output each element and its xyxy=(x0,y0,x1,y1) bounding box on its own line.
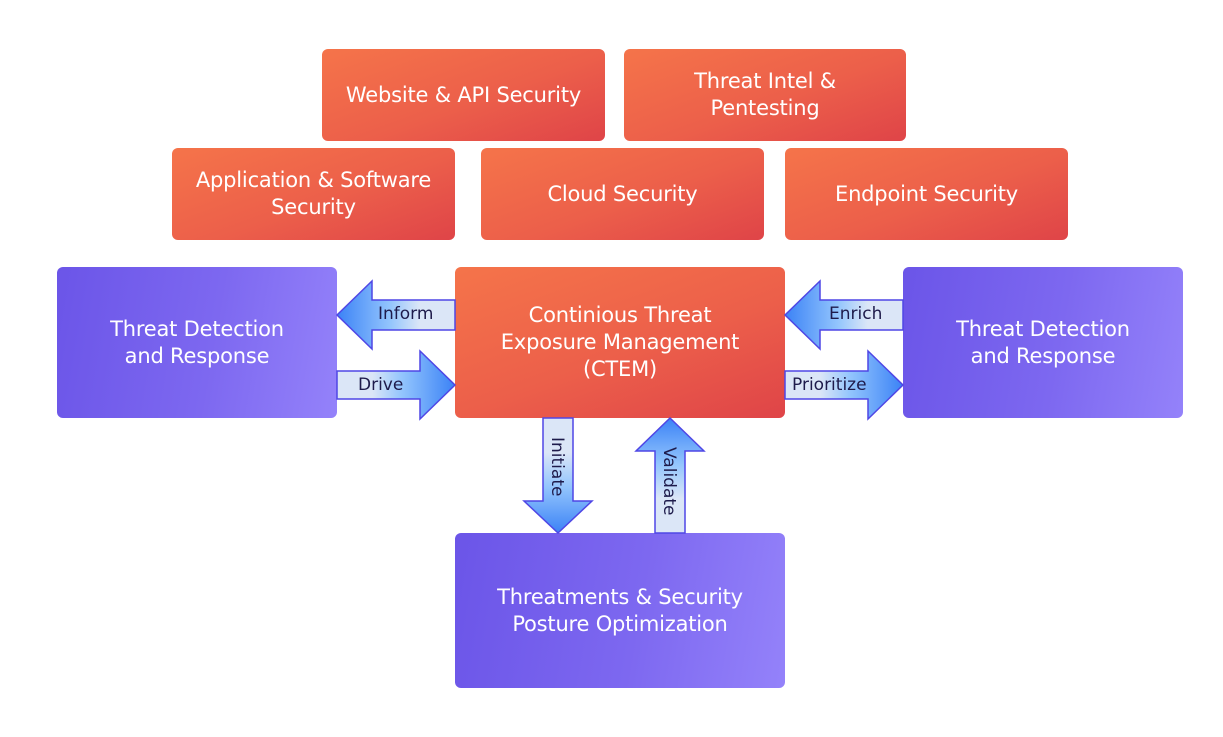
box-cloud-security: Cloud Security xyxy=(481,148,764,240)
box-label-line2: Pentesting xyxy=(710,96,820,120)
box-label-line1: Threatments & Security xyxy=(497,584,743,609)
box-label-line1: Threat Detection xyxy=(110,316,284,341)
arrow-label-validate: Validate xyxy=(659,447,679,516)
box-label: Website & API Security xyxy=(345,82,582,107)
arrow-label-initiate: Initiate xyxy=(547,437,567,497)
box-label-line3: (CTEM) xyxy=(582,357,658,381)
box-label-line2: and Response xyxy=(970,343,1116,368)
box-label-line1: Threat Intel & xyxy=(694,69,836,93)
box-application-software-security: Application & Software Security xyxy=(172,148,455,240)
box-threat-detection-response-left: Threat Detection and Response xyxy=(57,267,337,418)
box-threatments-posture-optimization: Threatments & Security Posture Optimizat… xyxy=(455,533,785,688)
box-label-line2: and Response xyxy=(124,343,270,368)
box-label-line1: Threat Detection xyxy=(956,316,1130,341)
box-label-line1: Application & Software xyxy=(195,168,432,192)
arrow-label-inform: Inform xyxy=(378,304,434,324)
arrow-label-prioritize: Prioritize xyxy=(792,375,867,395)
box-label-line2: Posture Optimization xyxy=(512,611,728,636)
box-threat-detection-response-right: Threat Detection and Response xyxy=(903,267,1183,418)
box-endpoint-security: Endpoint Security xyxy=(785,148,1068,240)
box-threat-intel-pentesting: Threat Intel & Pentesting xyxy=(624,49,906,141)
box-label-line2: Security xyxy=(271,195,356,219)
box-label: Endpoint Security xyxy=(835,181,1018,206)
arrow-label-drive: Drive xyxy=(358,375,404,395)
box-label: Cloud Security xyxy=(547,181,698,206)
box-label-line1: Continious Threat xyxy=(528,303,712,327)
box-website-api-security: Website & API Security xyxy=(322,49,605,141)
arrow-label-enrich: Enrich xyxy=(829,304,883,324)
box-ctem: Continious Threat Exposure Management (C… xyxy=(455,267,785,418)
box-label-line2: Exposure Management xyxy=(500,330,740,354)
